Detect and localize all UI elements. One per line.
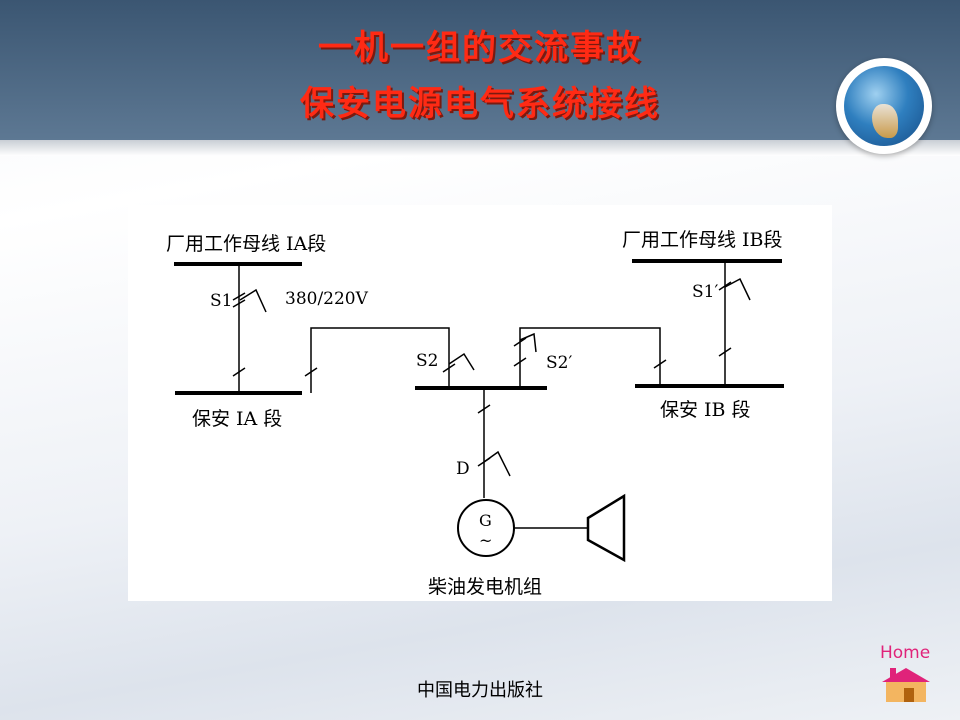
house-icon [882, 668, 930, 702]
slide-header [0, 0, 960, 140]
label-s2-prime: S2′ [546, 353, 572, 373]
home-button[interactable]: Home [878, 640, 942, 702]
label-bus-ia-safe: 保安 IA 段 [192, 408, 282, 430]
label-s2: S2 [416, 351, 438, 371]
label-bus-ib-safe: 保安 IB 段 [660, 399, 751, 421]
slide-title-line2: 保安电源电气系统接线 [300, 84, 660, 124]
label-s1: S1 [210, 291, 232, 311]
engine-symbol [586, 493, 626, 563]
label-voltage: 380/220V [285, 289, 369, 309]
label-bus-ia-work: 厂用工作母线 IA段 [166, 233, 326, 255]
label-tilde: ~ [479, 531, 492, 550]
slide-title-line1: 一机一组的交流事故 [318, 28, 642, 68]
label-d: D [456, 459, 470, 479]
generator-symbol [457, 499, 515, 557]
header-shadow [0, 140, 960, 156]
label-g: G [479, 511, 492, 530]
home-label: Home [880, 643, 930, 663]
label-bus-ib-work: 厂用工作母线 IB段 [622, 229, 783, 251]
wiring-diagram: 厂用工作母线 IA段 厂用工作母线 IB段 保安 IA 段 保安 IB 段 S1… [128, 205, 832, 601]
label-generator-set: 柴油发电机组 [428, 576, 542, 598]
label-s1-prime: S1′ [692, 282, 718, 302]
globe-icon [836, 58, 932, 154]
publisher-footer: 中国电力出版社 [417, 680, 543, 701]
